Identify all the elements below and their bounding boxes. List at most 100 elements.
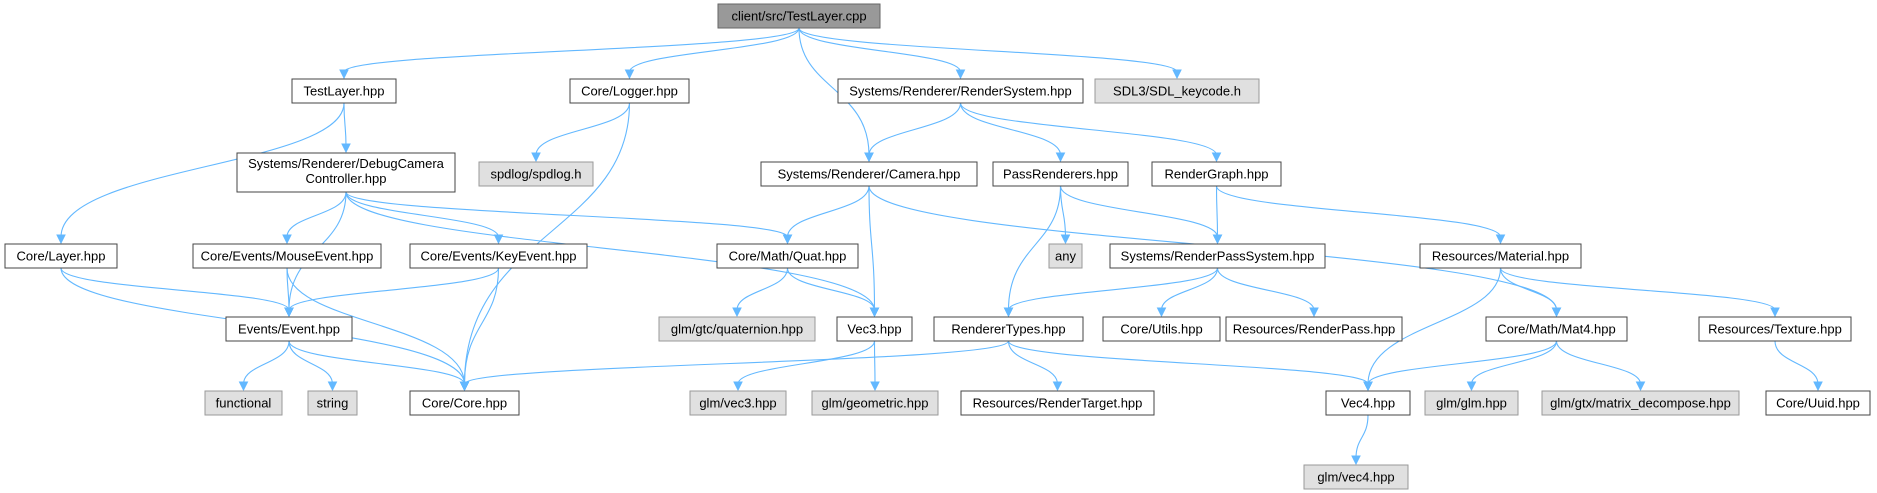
node-camera[interactable]: Systems/Renderer/Camera.hpp [760,161,978,187]
edge-debugcam-to-vec3 [345,191,876,311]
node-functional[interactable]: functional [204,390,283,416]
edge-passrenderers-to-renderertypes [1007,185,1062,311]
edge-arrowhead [624,69,635,80]
node-root[interactable]: client/src/TestLayer.cpp [717,3,881,29]
node-passrenderers[interactable]: PassRenderers.hpp [992,161,1129,187]
node-glm-geometric[interactable]: glm/geometric.hpp [811,390,939,416]
edge-mouseevent-to-core [286,267,466,385]
node-box [716,243,859,269]
edge-renderertypes-to-core [463,340,1010,385]
edge-arrowhead [1052,381,1063,392]
edge-arrowhead [1211,152,1222,163]
node-box [1109,243,1326,269]
node-logger[interactable]: Core/Logger.hpp [569,78,690,104]
node-label: glm/gtc/quaternion.hpp [671,322,803,337]
node-layer[interactable]: Core/Layer.hpp [4,243,118,269]
edge-arrowhead [1351,455,1361,466]
node-renderpasssystem[interactable]: Systems/RenderPassSystem.hpp [1109,243,1326,269]
edge-vec3-to-glm_vec3 [737,340,876,385]
node-texture[interactable]: Resources/Texture.hpp [1698,316,1852,342]
node-rendertarget[interactable]: Resources/RenderTarget.hpp [960,390,1155,416]
edge-arrowhead [732,307,742,318]
node-mouseevent[interactable]: Core/Events/MouseEvent.hpp [192,243,382,269]
node-event[interactable]: Events/Event.hpp [225,316,353,342]
edge-material-to-vec4 [1367,267,1502,385]
node-material[interactable]: Resources/Material.hpp [1419,243,1582,269]
node-label: Vec3.hpp [847,322,901,337]
node-box [409,390,520,416]
node-label: PassRenderers.hpp [1003,167,1118,182]
edge-passrenderers-to-renderpasssystem [1059,185,1219,238]
node-string[interactable]: string [307,390,358,416]
node-box [658,316,816,342]
node-box [1424,390,1519,416]
node-spdlog[interactable]: spdlog/spdlog.h [478,161,594,187]
edge-material-to-texture [1499,267,1776,311]
node-mat4[interactable]: Core/Math/Mat4.hpp [1485,316,1628,342]
node-keyevent[interactable]: Core/Events/KeyEvent.hpp [409,243,588,269]
node-box [307,390,358,416]
edge-debugcam-to-keyevent [345,191,500,238]
node-vec4[interactable]: Vec4.hpp [1325,390,1411,416]
node-glm-decompose[interactable]: glm/gtx/matrix_decompose.hpp [1541,390,1740,416]
node-vec3[interactable]: Vec3.hpp [836,316,913,342]
node-label: glm/gtx/matrix_decompose.hpp [1550,396,1731,411]
node-renderertypes[interactable]: RendererTypes.hpp [933,316,1084,342]
node-glm-vec4[interactable]: glm/vec4.hpp [1303,464,1409,490]
node-utils[interactable]: Core/Utils.hpp [1102,316,1221,342]
edge-arrowhead [1156,307,1167,318]
node-glm-vec3[interactable]: glm/vec3.hpp [689,390,787,416]
node-core[interactable]: Core/Core.hpp [409,390,520,416]
edge-arrowhead [327,381,338,392]
edge-arrowhead [1060,234,1071,245]
node-box [236,152,456,193]
node-label: client/src/TestLayer.cpp [731,9,866,24]
node-glm-quat[interactable]: glm/gtc/quaternion.hpp [658,316,816,342]
node-box [760,161,978,187]
node-box [933,316,1084,342]
node-box [1151,161,1282,187]
edge-event-to-functional [242,340,290,385]
edge-rendersystem-to-passrenderers [959,102,1062,156]
edge-vec4-to-glm_vec4 [1355,414,1369,459]
node-sdl-keycode[interactable]: SDL3/SDL_keycode.h [1094,78,1260,104]
edge-arrowhead [284,307,294,318]
edge-testlayer_hpp-to-debugcam [343,102,347,147]
node-glm-glm[interactable]: glm/glm.hpp [1424,390,1519,416]
node-box [409,243,588,269]
node-label: TestLayer.hpp [304,84,385,99]
node-quat[interactable]: Core/Math/Quat.hpp [716,243,859,269]
edge-arrowhead [459,381,470,392]
node-box [1102,316,1221,342]
node-rendergraph[interactable]: RenderGraph.hpp [1151,161,1282,187]
node-any[interactable]: any [1048,243,1083,269]
node-box [1325,390,1411,416]
node-box [1303,464,1409,490]
node-label: Core/Layer.hpp [17,249,106,264]
edge-arrowhead [1309,307,1319,318]
node-label: Systems/RenderPassSystem.hpp [1121,249,1315,264]
edge-layer-to-event [60,267,290,311]
edge-root-to-camera [798,27,870,156]
node-uuid[interactable]: Core/Uuid.hpp [1765,390,1871,416]
node-rendersystem[interactable]: Systems/Renderer/RenderSystem.hpp [837,78,1084,104]
node-renderpass[interactable]: Resources/RenderPass.hpp [1225,316,1403,342]
edges-layer [56,27,1823,466]
node-label: Core/Core.hpp [422,396,507,411]
edge-arrowhead [1551,307,1562,318]
node-box [204,390,283,416]
node-box [837,78,1084,104]
edge-arrowhead [1212,234,1223,245]
edge-texture-to-uuid [1774,340,1819,385]
node-testlayer-hpp[interactable]: TestLayer.hpp [291,78,397,104]
edge-arrowhead [955,69,966,80]
node-label: string [317,396,349,411]
edge-renderertypes-to-vec4 [1007,340,1369,385]
node-label: Core/Utils.hpp [1120,322,1202,337]
node-label: SDL3/SDL_keycode.h [1113,84,1241,99]
node-label: Core/Math/Mat4.hpp [1497,322,1616,337]
edge-material-to-mat4 [1499,267,1558,311]
